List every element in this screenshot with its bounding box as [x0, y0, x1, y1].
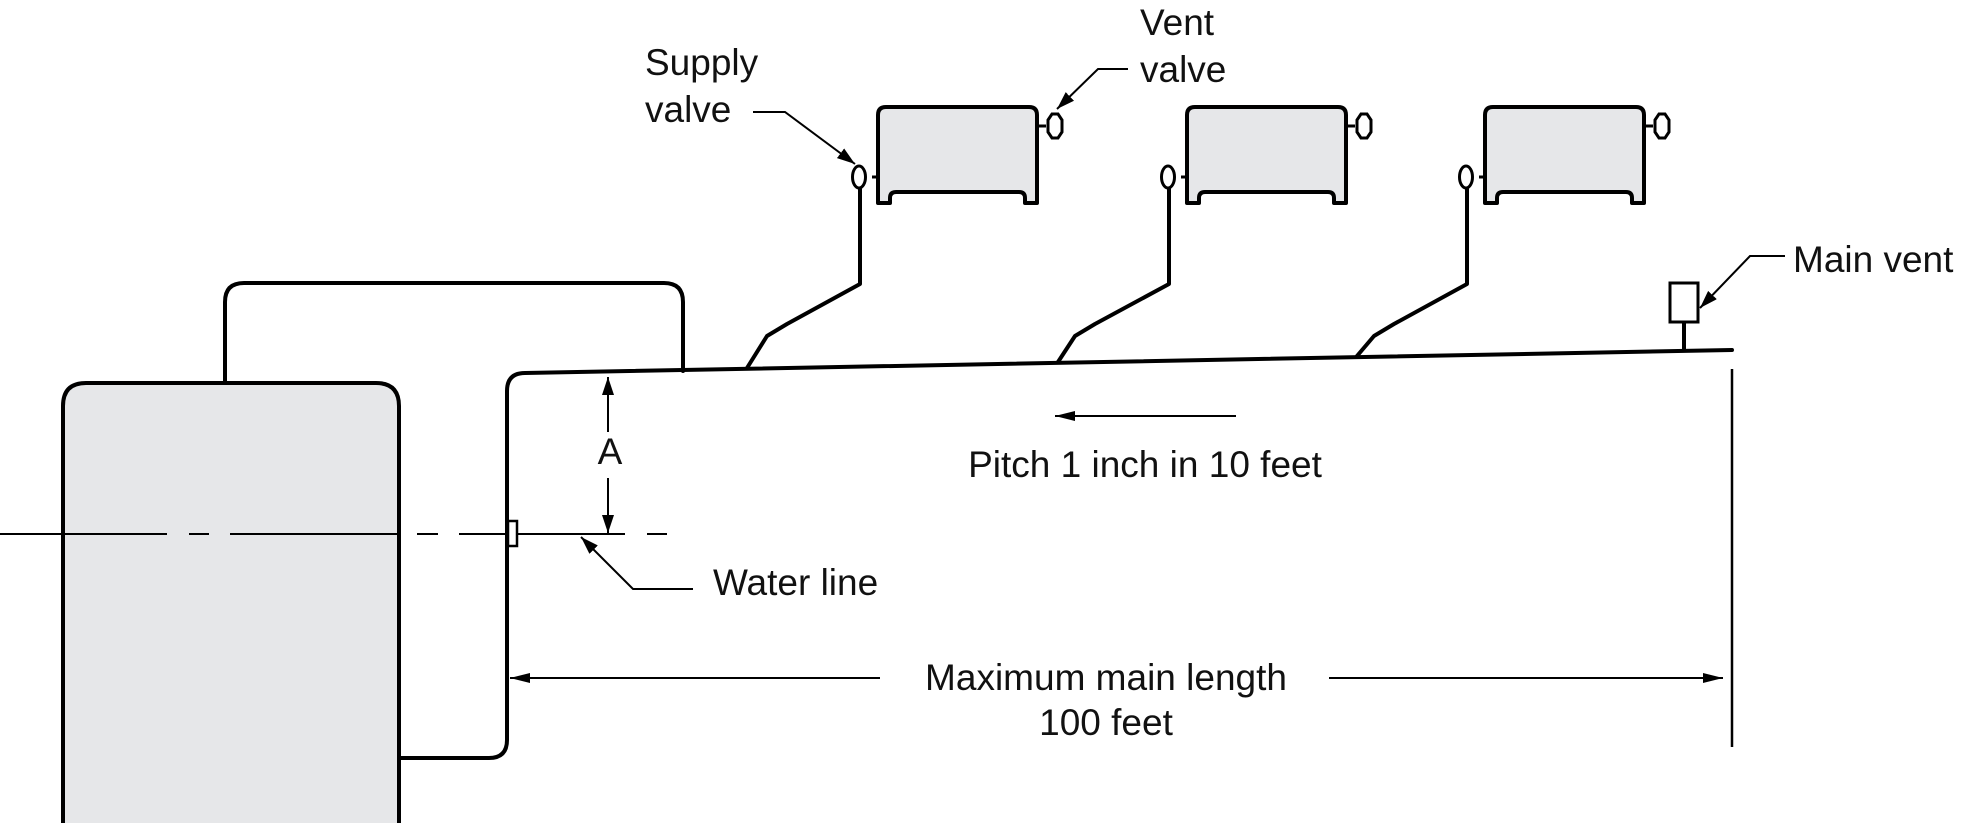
water-gauge: [506, 519, 519, 548]
vent-valve-icon: [1046, 112, 1064, 140]
radiator-2: [1056, 105, 1373, 364]
max-length-label-line1: Maximum main length: [925, 657, 1287, 698]
radiator-1: [745, 105, 1064, 370]
radiator-supply-pipe: [745, 187, 862, 370]
steam-main-pipe: [397, 348, 1734, 760]
radiator-supply-pipe: [1355, 187, 1469, 358]
supply-valve-label-line1: Supply: [645, 42, 759, 83]
max-length-label-line2: 100 feet: [1039, 702, 1173, 743]
vent-valve-icon: [1355, 112, 1373, 140]
header-loop-pipe: [223, 281, 685, 385]
radiator-supply-pipe: [1056, 187, 1171, 364]
vent-valve-label-line1: Vent: [1140, 2, 1215, 43]
boiler: [61, 381, 401, 823]
supply-valve-label-line2: valve: [645, 89, 731, 130]
water-line-label: Water line: [713, 562, 878, 603]
vent-valve-icon: [1653, 112, 1671, 140]
main-vent-leader: [1699, 255, 1785, 309]
radiator-3: [1355, 105, 1671, 358]
radiator-body: [1185, 105, 1348, 205]
dimension-a-label: A: [598, 431, 623, 472]
vent-valve-label-line2: valve: [1140, 49, 1226, 90]
radiators: [745, 105, 1671, 370]
pitch-label: Pitch 1 inch in 10 feet: [968, 444, 1322, 485]
vent-valve-leader: [1056, 68, 1128, 110]
supply-valve-icon: [1160, 164, 1176, 190]
supply-valve-leader: [753, 111, 856, 165]
water-line-leader: [580, 536, 693, 590]
radiator-body: [1483, 105, 1646, 205]
main-vent: [1668, 281, 1700, 351]
radiator-body: [876, 105, 1039, 205]
supply-valve-icon: [851, 164, 867, 190]
supply-valve-icon: [1458, 164, 1474, 190]
main-vent-label: Main vent: [1793, 239, 1954, 280]
